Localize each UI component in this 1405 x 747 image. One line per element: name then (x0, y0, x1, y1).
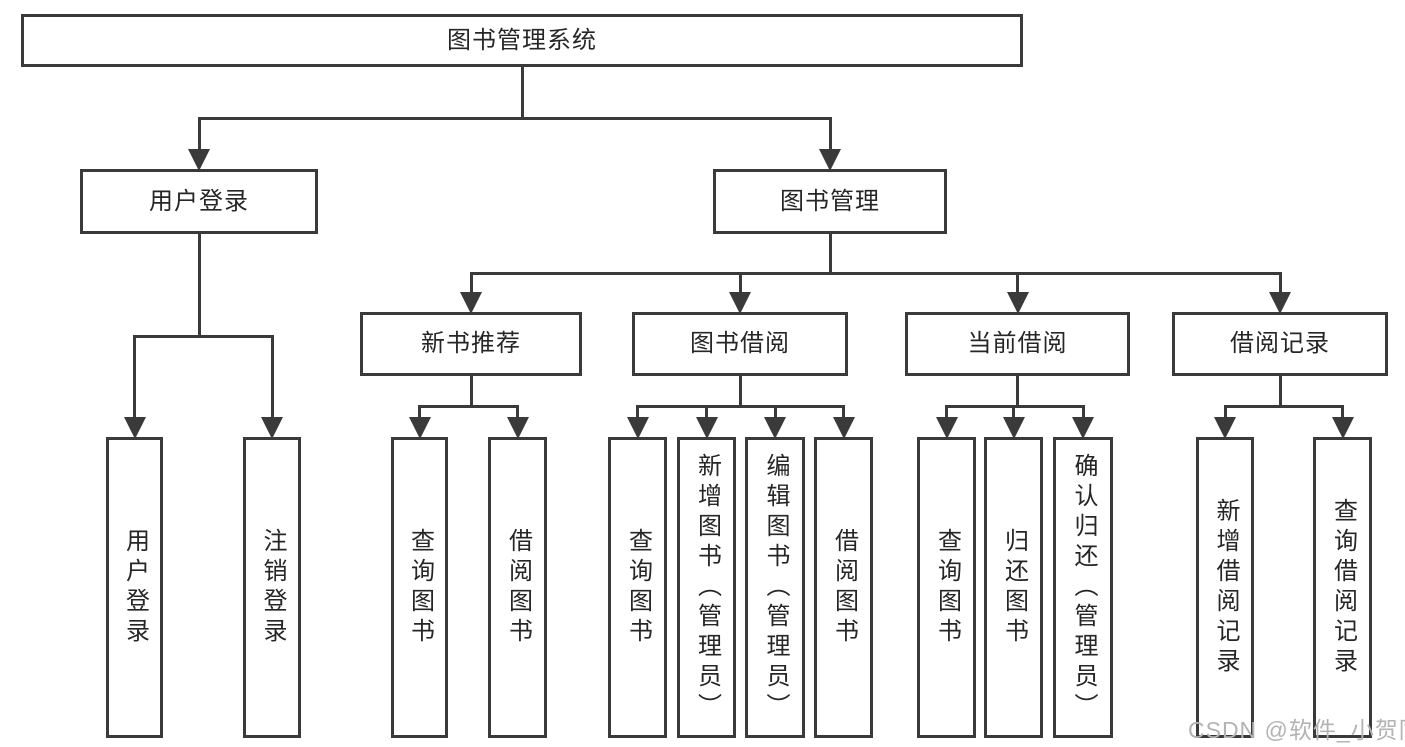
arrow-head (1331, 417, 1354, 439)
connector-line (1016, 375, 1019, 408)
connector-line (738, 273, 742, 298)
node-leaf-cb-confirm: 确认归还（管理员） (1053, 437, 1113, 738)
arrow-head (764, 417, 786, 439)
connector-line (469, 375, 473, 408)
node-label-book-borrow: 图书借阅 (690, 330, 790, 357)
node-label-leaf-bb-query: 查询图书 (624, 527, 652, 648)
arrow-head (188, 149, 210, 171)
node-leaf-bb-add: 新增图书（管理员） (677, 437, 736, 738)
arrow-head (935, 417, 958, 439)
connector-line (516, 406, 519, 423)
arrow-head (832, 417, 855, 439)
arrow-head (261, 417, 283, 439)
connector-line (1081, 406, 1085, 423)
connector-line (1278, 375, 1282, 408)
node-label-leaf-br-add: 新增借阅记录 (1212, 497, 1239, 678)
node-label-root: 图书管理系统 (447, 26, 597, 54)
connector-line (1012, 406, 1015, 423)
connector-line (469, 271, 1282, 275)
node-leaf-nbr-query: 查询图书 (391, 437, 448, 738)
arrow-head (460, 292, 482, 314)
node-label-leaf-br-query: 查询借阅记录 (1329, 497, 1357, 678)
node-label-leaf-nbr-query: 查询图书 (406, 527, 434, 648)
connector-line (828, 233, 832, 275)
node-book-mgmt: 图书管理 (713, 169, 947, 234)
arrow-head (626, 417, 649, 439)
node-leaf-cb-return: 归还图书 (984, 437, 1043, 738)
node-label-leaf-bb-add: 新增图书（管理员） (693, 452, 721, 723)
connector-line (133, 334, 274, 338)
connector-line (197, 116, 832, 120)
node-root: 图书管理系统 (21, 14, 1023, 67)
node-leaf-nbr-borrow: 借阅图书 (488, 437, 547, 738)
node-leaf-bb-query: 查询图书 (608, 437, 667, 738)
node-label-book-mgmt: 图书管理 (780, 187, 880, 215)
connector-line (636, 406, 639, 423)
node-label-leaf-logout: 注销登录 (259, 527, 286, 648)
node-new-book-rec: 新书推荐 (360, 312, 582, 376)
connector-line (418, 404, 519, 408)
connector-line (197, 233, 201, 338)
connector-line (705, 406, 708, 423)
node-leaf-br-add: 新增借阅记录 (1196, 437, 1254, 738)
connector-line (520, 66, 524, 120)
connector-line (1278, 273, 1282, 298)
connector-line (1223, 406, 1227, 423)
node-label-leaf-cb-confirm: 确认归还（管理员） (1070, 452, 1097, 723)
arrow-head (695, 417, 718, 439)
node-label-leaf-bb-borrow: 借阅图书 (830, 527, 858, 648)
arrow-head (1072, 417, 1094, 439)
connector-line (1223, 404, 1344, 408)
connector-line (1016, 273, 1019, 298)
node-label-leaf-user-login: 用户登录 (121, 527, 149, 648)
arrow-head (1269, 292, 1291, 314)
node-label-leaf-bb-edit: 编辑图书（管理员） (762, 452, 789, 723)
node-leaf-logout: 注销登录 (243, 437, 301, 738)
node-label-current-borrow: 当前借阅 (967, 330, 1068, 357)
connector-line (418, 406, 421, 423)
connector-line (469, 273, 473, 298)
arrow-head (1214, 417, 1236, 439)
node-label-leaf-nbr-borrow: 借阅图书 (504, 527, 532, 648)
node-label-user-login: 用户登录 (149, 187, 249, 215)
connector-line (133, 336, 136, 423)
node-leaf-br-query: 查询借阅记录 (1313, 437, 1372, 738)
arrow-head (819, 149, 841, 171)
connector-line (773, 406, 777, 423)
connector-line (270, 336, 274, 423)
connector-line (636, 404, 845, 408)
node-label-leaf-cb-query: 查询图书 (933, 527, 961, 648)
node-current-borrow: 当前借阅 (905, 312, 1130, 376)
node-label-new-book-rec: 新书推荐 (421, 330, 521, 357)
arrow-head (506, 417, 529, 439)
node-user-login: 用户登录 (80, 169, 318, 234)
node-leaf-bb-borrow: 借阅图书 (814, 437, 873, 738)
node-leaf-user-login: 用户登录 (106, 437, 163, 738)
connector-line (738, 375, 742, 408)
node-label-borrow-records: 借阅记录 (1230, 330, 1330, 357)
node-leaf-bb-edit: 编辑图书（管理员） (745, 437, 805, 738)
arrow-head (123, 417, 146, 439)
connector-line (842, 406, 845, 423)
node-borrow-records: 借阅记录 (1172, 312, 1388, 376)
watermark: CSDN @软件_小贺同学 (1188, 717, 1405, 743)
node-leaf-cb-query: 查询图书 (917, 437, 976, 738)
node-label-leaf-cb-return: 归还图书 (1000, 527, 1028, 648)
arrow-head (1002, 417, 1025, 439)
arrow-head (1006, 292, 1029, 314)
connector-line (945, 406, 948, 423)
connector-line (828, 118, 832, 155)
node-book-borrow: 图书借阅 (632, 312, 848, 376)
arrow-head (408, 417, 431, 439)
connector-line (1341, 406, 1344, 423)
connector-line (197, 118, 201, 155)
arrow-head (729, 292, 751, 314)
